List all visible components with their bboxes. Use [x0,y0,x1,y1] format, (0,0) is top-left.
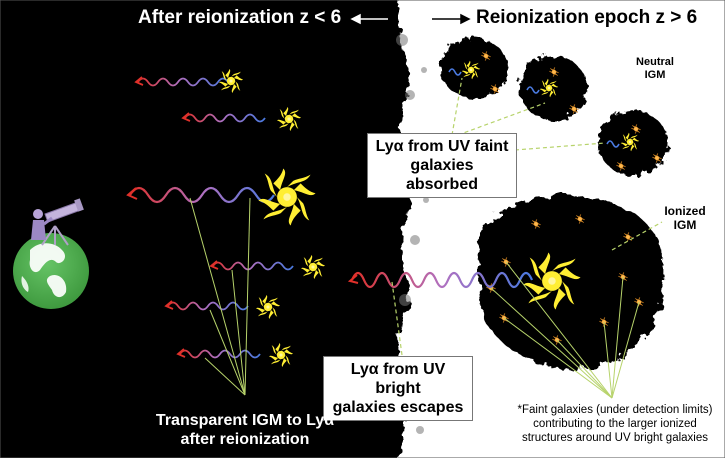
title-after-reionization: After reionization z < 6 [138,7,342,28]
label-transparent-line2: after reionization [180,431,310,448]
absorbed-lya-wave [448,68,462,76]
label-transparent-igm: Transparent IGM to Lyα after reionizatio… [110,411,380,449]
label-ionized-igm-line1: Ionized [664,204,706,218]
ionized-bubble-1 [440,38,508,98]
footnote-line2: contributing to the larger ionized [533,418,697,430]
ionized-bubble-large [477,195,665,370]
footnote-line3: structures around UV bright galaxies [521,432,708,444]
pointer-lines-footnote [490,261,640,399]
arrow-right-icon [432,13,471,25]
telescope-icon [31,198,84,246]
lya-wave-6 [176,348,261,359]
label-transparent-line1: Transparent IGM to Lyα [155,412,335,429]
label-bright-escapes-line2: galaxies escapes [332,399,464,416]
footnote-faint-galaxies: *Faint galaxies (under detection limits)… [505,403,725,445]
lya-wave-2 [181,112,266,123]
label-neutral-igm-line2: IGM [644,69,666,81]
absorbed-lya-wave [526,86,540,94]
label-ionized-igm: Ionized IGM [655,204,715,232]
label-bright-escapes: Lyα from UV bright galaxies escapes [323,356,473,421]
label-faint-absorbed-line1: Lyα from UV faint [375,138,509,155]
label-faint-absorbed-line2: galaxies absorbed [405,157,478,193]
earth-icon [13,233,89,309]
escaping-lya-wave [350,271,534,289]
dashed-pointer-lines [391,77,663,356]
pointer-lines-transparent [189,197,251,396]
label-bright-escapes-line1: Lyα from UV bright [350,361,446,397]
lya-wave-1 [134,76,229,87]
ionized-bubble-2 [519,56,587,120]
label-neutral-igm-line1: Neutral [636,56,674,68]
footnote-line1: *Faint galaxies (under detection limits) [517,404,713,416]
lya-wave-3 [126,186,275,204]
label-neutral-igm: Neutral IGM [620,56,690,82]
absorbed-lya-wave [606,140,620,148]
lya-wave-4 [209,260,294,271]
arrow-left-icon [350,13,388,25]
label-ionized-igm-line2: IGM [673,218,697,232]
label-faint-absorbed: Lyα from UV faint galaxies absorbed [367,133,517,198]
title-reionization-epoch: Reionization epoch z > 6 [476,7,698,28]
